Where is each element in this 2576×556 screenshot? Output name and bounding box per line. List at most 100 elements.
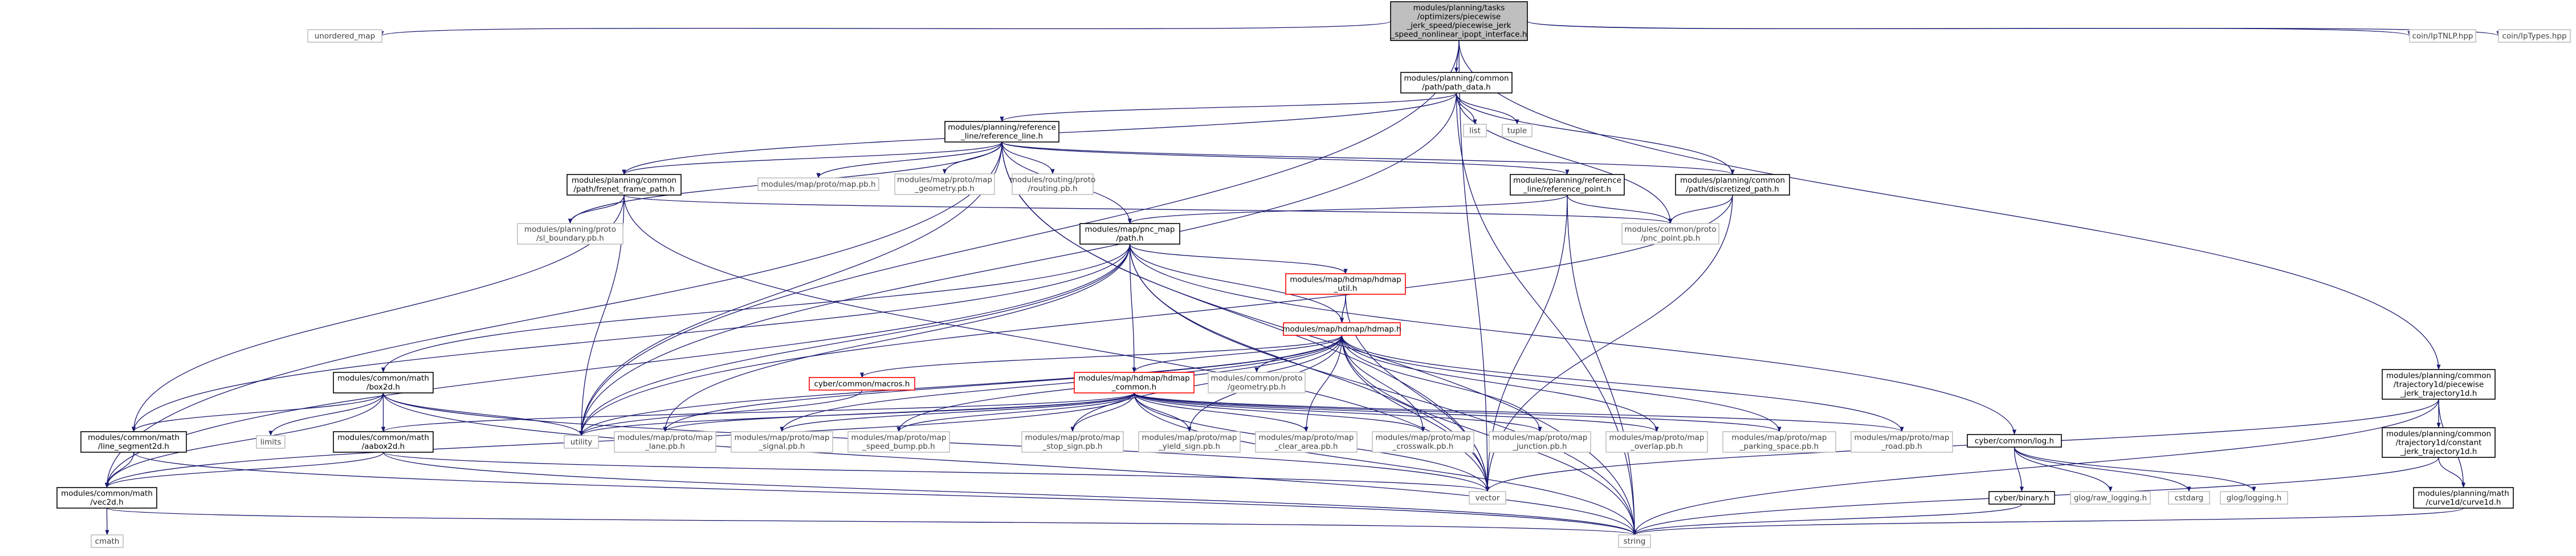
- node-parking-space-pb: modules/map/proto/map_parking_space.pb.h: [1722, 431, 1836, 453]
- node-cyber-binary[interactable]: cyber/binary.h: [1988, 491, 2055, 505]
- node-path-data[interactable]: modules/planning/common/path/path_data.h: [1400, 72, 1513, 94]
- node-reference-line[interactable]: modules/planning/reference_line/referenc…: [944, 121, 1059, 143]
- node-coin-ipTypes: coin/IpTypes.hpp: [2498, 29, 2571, 43]
- edge-box2d-to-string: [382, 392, 1637, 535]
- node-box2d[interactable]: modules/common/math/box2d.h: [333, 372, 434, 393]
- edge: [579, 392, 1135, 436]
- node-label: modules/map/proto/map: [1142, 433, 1237, 443]
- node-line-segment2d[interactable]: modules/common/math/line_segment2d.h: [80, 431, 187, 453]
- edge-path_data-to-utility: [579, 92, 1457, 436]
- node-label: modules/planning/math: [2418, 489, 2509, 498]
- node-box: [566, 174, 682, 196]
- node-label: limits: [260, 437, 282, 447]
- edge-pnc_map_path-to-hdmap_common: [1129, 243, 1136, 373]
- edge: [579, 92, 1457, 436]
- node-box: [2413, 487, 2514, 509]
- edge: [579, 389, 863, 436]
- edge-hdmap_util-to-hdmap: [1339, 294, 1346, 323]
- edge: [1001, 141, 1735, 175]
- node-box: [1489, 431, 1591, 453]
- edge-hdmap_common-to-overlap_pb: [1134, 392, 1659, 432]
- node-box: [1283, 322, 1401, 336]
- node-box: [1074, 372, 1195, 393]
- edge-pnc_map_path-to-utility: [579, 243, 1131, 436]
- edge-vec2d-to-string: [106, 508, 1636, 535]
- edge-root-to-piecewise_jerk_traj: [1458, 40, 2441, 370]
- edge-hdmap_common-to-signal_pb: [780, 392, 1135, 432]
- node-box: [1618, 534, 1651, 548]
- edge-root-to-utility: [579, 40, 1460, 436]
- node-yield-sign-pb: modules/map/proto/map_yield_sign.pb.h: [1138, 431, 1241, 453]
- node-root[interactable]: modules/planning/tasks/optimizers/piecew…: [1390, 1, 1528, 41]
- node-box: [256, 435, 286, 449]
- edge-root-to-coin_ipTypes: [1527, 21, 2501, 36]
- edge-hdmap-to-overlap_pb: [1341, 335, 1659, 432]
- edge: [579, 40, 1460, 436]
- edge: [1632, 504, 2023, 535]
- node-label: _jerk_trajectory1d.h: [2400, 447, 2477, 456]
- node-box: [56, 487, 157, 509]
- node-label: modules/map/hdmap/hdmap: [1078, 374, 1190, 383]
- node-label: cyber/common/log.h: [1975, 436, 2054, 445]
- node-frenet-frame-path[interactable]: modules/planning/common/path/frenet_fram…: [566, 174, 682, 196]
- node-label: /path.h: [1116, 234, 1143, 243]
- node-box: [517, 223, 623, 245]
- node-label: utility: [570, 437, 592, 447]
- edge: [1341, 335, 1637, 535]
- edge-hdmap-to-clear_area_pb: [1304, 335, 1343, 432]
- node-pnc-map-path[interactable]: modules/map/pnc_map/path.h: [1079, 223, 1180, 245]
- edge: [1134, 392, 1309, 432]
- edge: [1456, 92, 1673, 224]
- edge-hdmap_common-to-clear_area_pb: [1134, 392, 1309, 432]
- node-label: modules/map/proto/map: [735, 433, 830, 443]
- node-label: modules/common/math: [337, 374, 429, 383]
- node-hdmap[interactable]: modules/map/hdmap/hdmap.h: [1282, 322, 1401, 336]
- edge-frenet_frame_path-to-pnc_point_pb: [623, 194, 1673, 224]
- node-constant-jerk-traj[interactable]: modules/planning/common/trajectory1d/con…: [2382, 427, 2496, 458]
- node-box: [1463, 124, 1487, 137]
- node-lane-pb: modules/map/proto/map_lane.pb.h: [614, 431, 716, 453]
- node-box: [1988, 491, 2055, 505]
- node-box: [894, 173, 995, 195]
- node-piecewise-jerk-traj[interactable]: modules/planning/common/trajectory1d/pie…: [2382, 369, 2496, 400]
- node-label: modules/common/math: [88, 433, 180, 443]
- edge-reference_line-to-routing_pb: [1001, 141, 1055, 174]
- node-label: unordered_map: [315, 31, 375, 40]
- node-vec2d[interactable]: modules/common/math/vec2d.h: [56, 487, 157, 509]
- node-hdmap-common[interactable]: modules/map/hdmap/hdmap_common.h: [1074, 372, 1195, 393]
- node-box: [333, 431, 434, 453]
- node-label: _util.h: [1334, 284, 1358, 293]
- node-label: tuple: [1507, 126, 1527, 135]
- node-discretized-path[interactable]: modules/planning/common/path/discretized…: [1675, 174, 1790, 196]
- node-label: _lane.pb.h: [645, 442, 685, 451]
- edge: [1134, 392, 1637, 535]
- node-box: [614, 431, 716, 453]
- node-box: [1390, 1, 1528, 41]
- edge-path_data-to-pnc_point_pb: [1456, 92, 1673, 224]
- edge-reference_line-to-reference_point: [1001, 141, 1570, 175]
- edge: [1134, 392, 1904, 432]
- edge-cyber_log-to-glog_logging: [2013, 447, 2256, 492]
- edge-hdmap-to-lane_pb: [663, 335, 1343, 432]
- node-coin-ipTNLP: coin/IpTNLP.hpp: [2409, 29, 2476, 43]
- edge-cyber_binary-to-string: [1632, 504, 2023, 535]
- edge: [131, 243, 1131, 432]
- node-macros[interactable]: cyber/common/macros.h: [809, 377, 915, 391]
- edge: [663, 243, 1131, 432]
- node-label: glog/raw_logging.h: [2074, 493, 2147, 502]
- edge: [1632, 399, 2439, 535]
- node-crosswalk-pb: modules/map/proto/map_crosswalk.pb.h: [1372, 431, 1474, 453]
- edge: [1341, 335, 1904, 432]
- edge-reference_point-to-pnc_map_path: [1128, 194, 1568, 224]
- node-curve1d[interactable]: modules/planning/math/curve1d/curve1d.h: [2413, 487, 2514, 509]
- node-reference-point[interactable]: modules/planning/reference_line/referenc…: [1510, 174, 1625, 196]
- node-label: coin/IpTNLP.hpp: [2412, 31, 2473, 40]
- node-aabox2d[interactable]: modules/common/math/aabox2d.h: [333, 431, 434, 453]
- node-box: [2498, 29, 2571, 43]
- node-cyber-log[interactable]: cyber/common/log.h: [1967, 434, 2062, 448]
- edge: [1070, 335, 1343, 432]
- edge-hdmap-to-vector: [1341, 335, 1490, 492]
- node-hdmap-util[interactable]: modules/map/hdmap/hdmap_util.h: [1285, 273, 1406, 295]
- node-label: modules/map/proto/map: [1025, 433, 1120, 443]
